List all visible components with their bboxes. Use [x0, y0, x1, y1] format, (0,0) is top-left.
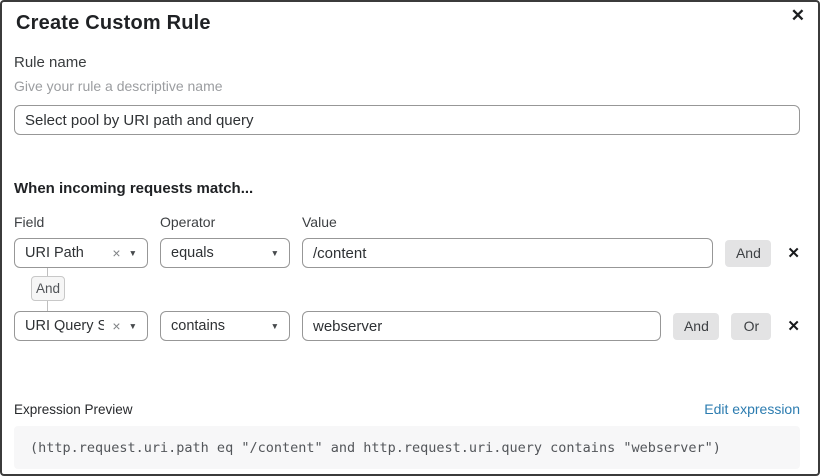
expression-preview-label: Expression Preview	[14, 401, 133, 417]
operator-select[interactable]: contains ▼	[160, 311, 290, 341]
chevron-down-icon: ▼	[270, 248, 279, 259]
remove-condition-button[interactable]: ✕	[787, 317, 800, 335]
clear-icon[interactable]: ×	[112, 245, 121, 261]
value-input[interactable]	[302, 311, 662, 341]
expression-code-block: (http.request.uri.path eq "/content" and…	[14, 426, 800, 469]
rule-name-label: Rule name	[14, 54, 87, 71]
field-select[interactable]: URI Query St... × ▼	[14, 311, 148, 341]
dialog-title: Create Custom Rule	[16, 12, 211, 34]
condition-connector: And	[14, 268, 800, 311]
rule-name-input[interactable]	[14, 105, 800, 135]
expression-header: Expression Preview Edit expression	[14, 401, 800, 417]
condition-row: URI Query St... × ▼ contains ▼ And Or ✕	[14, 311, 800, 341]
operator-select-value: contains	[171, 318, 226, 334]
condition-row: URI Path × ▼ equals ▼ And ✕	[14, 238, 800, 268]
clear-icon[interactable]: ×	[112, 318, 121, 334]
chevron-down-icon: ▼	[270, 321, 279, 332]
column-label-value: Value	[302, 214, 337, 230]
match-heading: When incoming requests match...	[14, 180, 254, 197]
chevron-down-icon: ▼	[128, 321, 137, 332]
edit-expression-link[interactable]: Edit expression	[704, 401, 800, 417]
builder-column-labels: Field Operator Value	[14, 214, 800, 230]
rule-name-section: Rule name Give your rule a descriptive n…	[14, 54, 800, 135]
operator-select[interactable]: equals ▼	[160, 238, 290, 268]
field-select-value: URI Query St...	[25, 318, 104, 334]
value-input[interactable]	[302, 238, 714, 268]
column-label-operator: Operator	[160, 214, 216, 230]
remove-condition-button[interactable]: ✕	[787, 244, 800, 262]
field-select-value: URI Path	[25, 245, 84, 261]
and-button[interactable]: And	[725, 239, 772, 267]
expression-code: (http.request.uri.path eq "/content" and…	[30, 439, 721, 456]
chevron-down-icon: ▼	[128, 248, 137, 259]
column-label-field: Field	[14, 214, 45, 230]
field-select[interactable]: URI Path × ▼	[14, 238, 148, 268]
operator-select-value: equals	[171, 245, 214, 261]
close-icon[interactable]: ✕	[790, 6, 805, 25]
or-button[interactable]: Or	[731, 312, 772, 340]
connector-and-badge: And	[31, 276, 65, 301]
and-button[interactable]: And	[673, 312, 720, 340]
rule-name-helper: Give your rule a descriptive name	[14, 78, 223, 94]
